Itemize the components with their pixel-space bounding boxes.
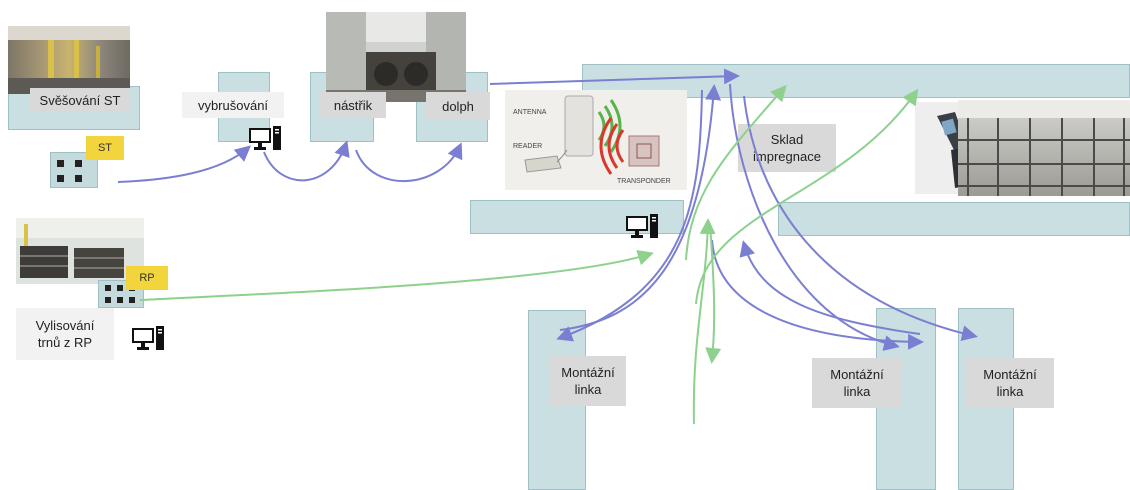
montazni-linka-label-2: Montážní linka [812, 358, 902, 408]
dolph-label: dolph [426, 92, 490, 120]
flow-green-to-corridor [685, 84, 787, 261]
montazni-linka-label-3: Montážní linka [966, 358, 1054, 408]
computer-icon [132, 326, 164, 350]
nastrik-dolph-machine-photo [326, 12, 466, 102]
svesovani-label: Svěšování ST [30, 88, 130, 112]
warehouse-shelving-photo [958, 100, 1130, 196]
right-warehouse-wall [778, 202, 1130, 236]
vylisovani-photo [16, 218, 144, 284]
rfid-photo: ANTENNA READER TRANSPONDER [505, 90, 687, 190]
flow-green-vertical-up [692, 218, 716, 425]
rfid-reader-label: READER [513, 143, 542, 150]
vybrusovani-label: vybrušování [182, 92, 284, 118]
flow-st-to-vybrusovani [117, 145, 252, 183]
rfid-transponder-label: TRANSPONDER [617, 178, 671, 185]
montazni-linka-label-1: Montážní linka [550, 356, 626, 406]
computer-icon [626, 214, 658, 238]
flow-rp-to-computer [139, 249, 654, 301]
st-tag: ST [86, 136, 124, 160]
svesovani-photo [8, 26, 130, 94]
rfid-antenna-label: ANTENNA [513, 109, 547, 116]
st-dock [50, 152, 98, 188]
vylisovani-label: Vylisování trnů z RP [16, 308, 114, 360]
rfid-antenna-icon [564, 95, 594, 157]
flow-green-vertical-down [705, 223, 722, 364]
sklad-impregnace-label: Sklad impregnace [738, 124, 836, 172]
nastrik-label: nástřik [320, 92, 386, 118]
computer-icon [249, 126, 281, 150]
rp-tag: RP [126, 266, 168, 290]
flow-nastrik-to-dolph [355, 142, 463, 183]
